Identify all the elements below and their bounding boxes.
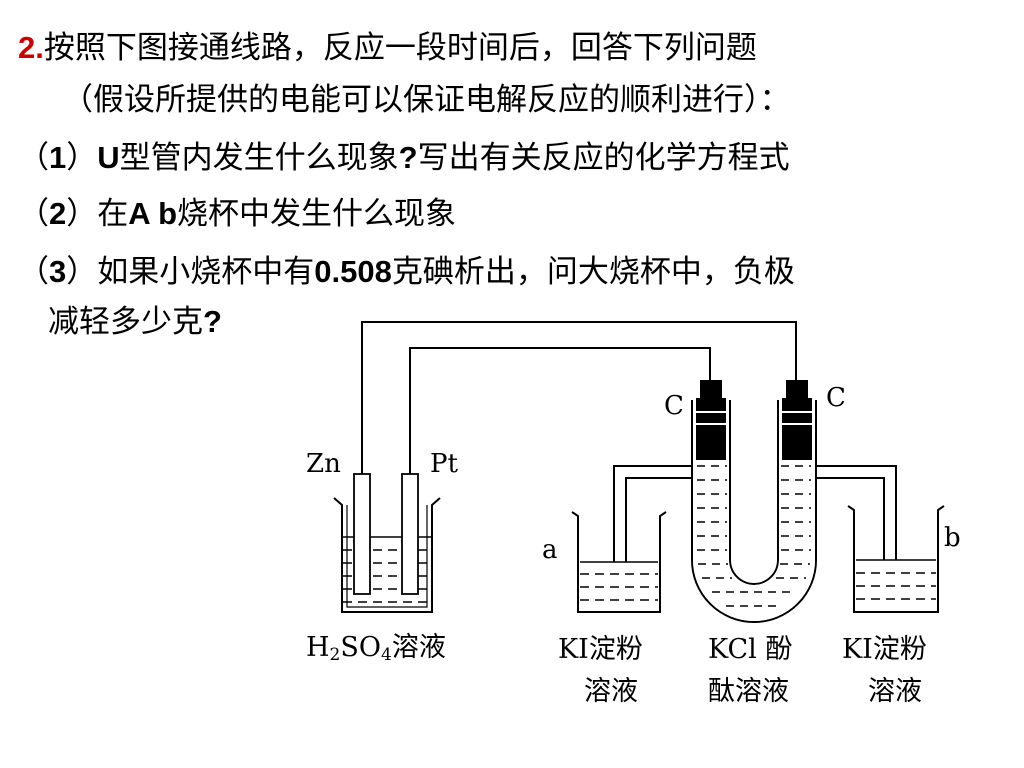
u-tube [691,400,817,623]
sub-question-1: （1）U型管内发生什么现象?写出有关反应的化学方程式 [18,140,790,176]
label-c-left: C [664,391,684,421]
sub-question-3-continued: 减轻多少克? [48,304,222,340]
question-number: 2. [18,30,44,65]
caption-ki-right-1: KI淀粉 [842,634,927,665]
pt-electrode [401,473,419,595]
label-zn: Zn [306,449,341,479]
right-stopper [782,380,812,460]
side-tube-right [816,465,897,578]
caption-h2so4: H2SO4溶液 [306,632,446,665]
question-title-line: 2.按照下图接通线路，反应一段时间后，回答下列问题 [18,28,1018,68]
sub-question-2: （2）在A b烧杯中发生什么现象 [18,196,457,232]
label-a: a [542,535,558,565]
caption-kcl-2: 酞溶液 [708,676,789,707]
caption-ki-left-2: 溶液 [584,676,638,707]
left-stopper [696,380,726,460]
side-tube-left [613,465,692,578]
label-b: b [944,523,961,553]
zn-electrode [353,473,371,595]
question-assumption-line: （假设所提供的电能可以保证电解反应的顺利进行）： [62,82,791,118]
connecting-wires [361,321,797,478]
label-c-right: C [826,383,846,413]
h2so4-beaker [333,497,441,613]
question-intro: 按照下图接通线路，反应一段时间后，回答下列问题 [43,30,757,66]
beaker-b [847,505,945,613]
caption-kcl-1: KCl 酚 [708,634,792,665]
caption-ki-left-1: KI淀粉 [558,634,643,665]
caption-ki-right-2: 溶液 [868,676,922,707]
label-pt: Pt [430,449,458,479]
beaker-a [571,511,667,613]
sub-question-3: （3）如果小烧杯中有0.508克碘析出，问大烧杯中，负极 [18,254,795,290]
